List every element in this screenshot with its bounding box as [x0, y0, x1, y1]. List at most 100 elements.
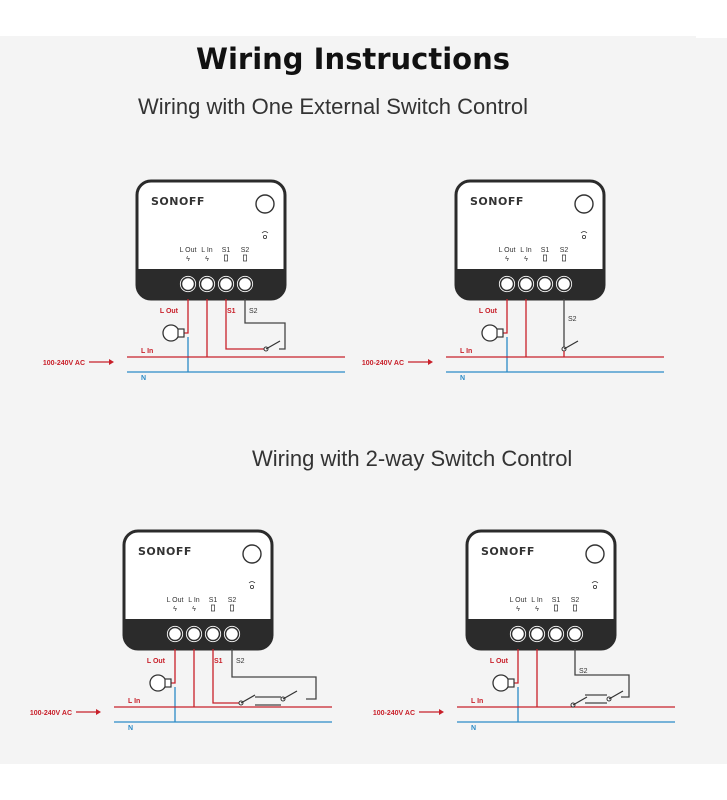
- wifi-indicator-icon: [593, 585, 598, 590]
- l-in-label: L In: [128, 698, 140, 705]
- wifi-arc: [580, 231, 588, 234]
- supply-arrowhead: [109, 359, 114, 365]
- power-button-icon: [585, 544, 605, 564]
- lightning-icon: ϟ: [205, 256, 209, 263]
- s2-label: S2: [236, 658, 245, 665]
- screw-terminal-ring: [548, 626, 564, 642]
- lightning-icon: ϟ: [535, 606, 539, 613]
- screw-terminal: [536, 275, 554, 293]
- bulb-base: [496, 328, 504, 338]
- brand-logo: SONOFF: [481, 545, 535, 558]
- bulb-icon: [162, 324, 180, 342]
- terminal-label: S2: [560, 247, 569, 254]
- screw-terminal: [198, 275, 216, 293]
- s2-wire: [231, 649, 317, 700]
- wifi-indicator-icon: [582, 234, 587, 239]
- supply-label: 100-240V AC: [362, 360, 404, 367]
- screw-terminal: [217, 275, 235, 293]
- terminal-label: L In: [531, 597, 543, 604]
- screw-terminal: [566, 625, 584, 643]
- wifi-arc: [591, 581, 599, 584]
- terminal-label: L In: [520, 247, 532, 254]
- lightning-icon: ϟ: [173, 606, 177, 613]
- l-out-label: L Out: [160, 308, 179, 315]
- brand-logo: SONOFF: [470, 195, 524, 208]
- terminal-label: S1: [222, 247, 231, 254]
- screw-terminal-ring: [205, 626, 221, 642]
- wifi-indicator-icon: [249, 585, 254, 590]
- l-in-label: L In: [471, 698, 483, 705]
- switch-terminal-icon: [243, 254, 247, 262]
- switch-terminal-icon: [562, 254, 566, 262]
- terminal-label: S2: [571, 597, 580, 604]
- supply-arrowhead: [428, 359, 433, 365]
- bulb-base: [507, 678, 515, 688]
- terminal-label: S2: [228, 597, 237, 604]
- s1-wire: [212, 649, 241, 704]
- screw-terminal: [555, 275, 573, 293]
- l-out-label: L Out: [479, 308, 498, 315]
- power-button-icon: [574, 194, 594, 214]
- screw-terminal-ring: [180, 276, 196, 292]
- wifi-indicator-icon: [262, 234, 267, 239]
- screw-terminal-ring: [218, 276, 234, 292]
- screw-terminal: [236, 275, 254, 293]
- supply-label: 100-240V AC: [30, 710, 72, 717]
- s2-label: S2: [579, 668, 588, 675]
- lightning-icon: ϟ: [192, 606, 196, 613]
- wifi-arc: [248, 581, 256, 584]
- neutral-label: N: [128, 725, 133, 732]
- lightning-icon: ϟ: [524, 256, 528, 263]
- switch-terminal-icon: [573, 604, 577, 612]
- l-out-label: L Out: [147, 658, 166, 665]
- terminal-label: L Out: [180, 247, 197, 254]
- l-out-wire: [503, 299, 508, 334]
- screw-terminal: [509, 625, 527, 643]
- terminal-label: L Out: [510, 597, 527, 604]
- screw-terminal-ring: [510, 626, 526, 642]
- l-in-label: L In: [460, 348, 472, 355]
- neutral-label: N: [141, 375, 146, 382]
- supply-arrowhead: [439, 709, 444, 715]
- screw-terminal-ring: [537, 276, 553, 292]
- screw-terminal-ring: [237, 276, 253, 292]
- bulb-icon: [492, 674, 510, 692]
- lightning-icon: ϟ: [186, 256, 190, 263]
- switch-lever: [608, 690, 624, 700]
- terminal-label: L In: [188, 597, 200, 604]
- power-button-icon: [255, 194, 275, 214]
- screw-terminal: [528, 625, 546, 643]
- terminal-label: S2: [241, 247, 250, 254]
- screw-terminal-ring: [556, 276, 572, 292]
- s2-wire: [574, 649, 630, 698]
- bulb-icon: [481, 324, 499, 342]
- screw-terminal-ring: [518, 276, 534, 292]
- panel-edge: [696, 36, 727, 38]
- terminal-label: L In: [201, 247, 213, 254]
- screw-terminal: [223, 625, 241, 643]
- screw-terminal: [166, 625, 184, 643]
- s1-label: S1: [227, 308, 236, 315]
- brand-logo: SONOFF: [138, 545, 192, 558]
- screw-terminal-ring: [224, 626, 240, 642]
- terminal-label: S1: [209, 597, 218, 604]
- screw-terminal-ring: [529, 626, 545, 642]
- bulb-base: [164, 678, 172, 688]
- l-out-wire: [514, 649, 519, 684]
- screw-terminal-ring: [567, 626, 583, 642]
- neutral-label: N: [460, 375, 465, 382]
- brand-logo: SONOFF: [151, 195, 205, 208]
- s2-label: S2: [249, 308, 258, 315]
- screw-terminal: [547, 625, 565, 643]
- lightning-icon: ϟ: [505, 256, 509, 263]
- bulb-icon: [149, 674, 167, 692]
- screw-terminal: [204, 625, 222, 643]
- l-in-label: L In: [141, 348, 153, 355]
- section-heading-two-way: Wiring with 2-way Switch Control: [252, 446, 573, 471]
- screw-terminal: [517, 275, 535, 293]
